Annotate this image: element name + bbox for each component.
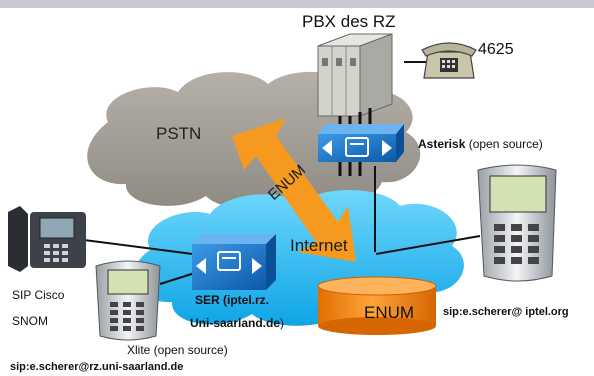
sip-address-iptel: sip:e.scherer@ iptel.org (443, 306, 569, 318)
phone-extension-label: 4625 (478, 41, 514, 58)
ser-router-icon (192, 234, 276, 290)
top-bar (0, 0, 594, 8)
enum-arrow (232, 118, 356, 262)
pstn-cloud-label: PSTN (156, 124, 202, 143)
ser-suffix: ) (280, 316, 285, 330)
sip-cisco-label: SIP Cisco (12, 288, 65, 302)
asterisk-label: Asterisk (open source) (418, 137, 543, 151)
iptel-softphone-icon (477, 164, 557, 282)
cisco-phone-icon (8, 206, 86, 272)
desk-phone-icon (421, 42, 477, 79)
snom-label: SNOM (12, 314, 48, 328)
enum-database-label: ENUM (364, 303, 415, 322)
asterisk-router-icon (318, 124, 404, 162)
diagram-title: PBX des RZ (302, 12, 396, 31)
ser-domain: Uni-saarland.de (190, 316, 281, 330)
ser-label-line1: SER (iptel.rz. (195, 293, 270, 307)
enum-database-icon (317, 276, 437, 335)
xlite-label: Xlite (open source) (127, 343, 228, 357)
ser-label-line2: Uni-saarland.de) (190, 316, 284, 330)
asterisk-name: Asterisk (418, 137, 466, 151)
sip-address-uni: sip:e.scherer@rz.uni-saarland.de (10, 361, 184, 373)
asterisk-note: (open source) (465, 137, 543, 151)
internet-cloud-label: Internet (290, 236, 348, 255)
xlite-softphone-icon (95, 260, 161, 341)
